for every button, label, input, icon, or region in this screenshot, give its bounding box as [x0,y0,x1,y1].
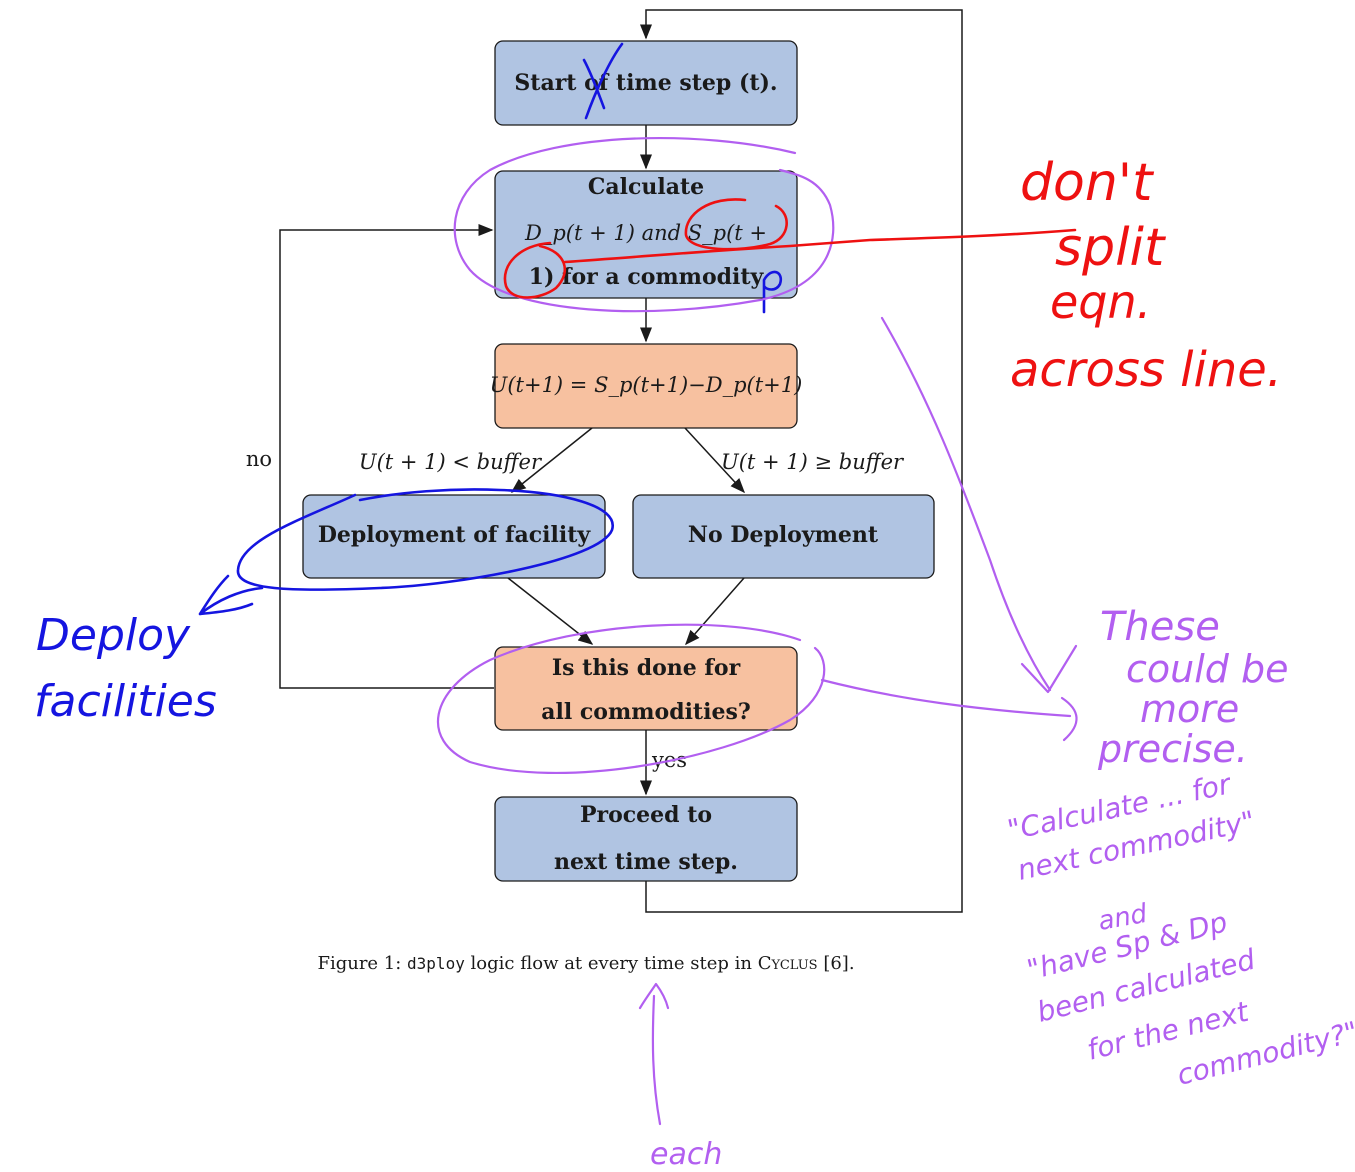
node-deploy-label: Deployment of facility [318,522,592,548]
node-proceed-line2: next time step. [554,849,738,875]
purple-up-arrow [638,982,670,1126]
node-compare: U(t+1) = S_p(t+1)−D_p(t+1) [490,343,803,429]
node-nodeploy-label: No Deployment [688,522,879,548]
purple-ellipse-done [436,623,826,775]
purple-note-line2: could be [1126,647,1288,691]
red-note-line3: eqn. [1050,275,1151,329]
purple-note-line1: These [1100,604,1220,650]
node-nodeploy: No Deployment [632,494,935,579]
edge-compare-to-nodeploy [684,427,746,494]
node-calculate-line1: Calculate [588,174,704,200]
node-calculate-line3: 1) for a commodity [529,264,765,290]
purple-note-line3: more [1140,687,1239,731]
red-note-line1: don't [1020,153,1154,213]
blue-p-mark [762,270,783,314]
purple-line-head [1060,696,1078,742]
purple-line-to-note [820,678,1072,718]
red-circle-one [503,241,567,299]
edge-nodeploy-to-done [685,577,745,646]
blue-p-text: p [772,297,773,299]
edge-done-no [279,224,494,689]
edge-loop-back [640,9,963,913]
edges [279,9,963,913]
purple-each: each [650,1137,722,1172]
node-calculate-line2: D_p(t + 1) and S_p(t + [524,221,767,245]
node-done-line1: Is this done for [552,655,741,681]
caption-name: Cyclus [758,953,818,974]
node-start-label: Start of time step (t). [514,70,777,96]
red-note-line2: split [1055,218,1166,278]
edge-deploy-to-done [507,577,594,645]
purple-curve-right-head [1020,644,1078,694]
purple-curve-right [880,316,1052,692]
node-start: Start of time step (t). [494,40,798,126]
red-connector-line [563,228,1077,264]
node-done-line2: all commodities? [541,699,750,725]
blue-note-line2: facilities [34,676,217,727]
node-done-check: Is this done for all commodities? [494,646,798,731]
blue-loop-deploy [236,488,614,591]
edge-label-no: no [246,447,272,471]
red-note-line4: across line. [1010,342,1282,398]
node-proceed-line1: Proceed to [580,802,712,828]
edge-label-geq: U(t + 1) ≥ buffer [721,450,905,474]
node-proceed: Proceed to next time step. [494,796,798,882]
edge-label-less: U(t + 1) < buffer [359,450,543,474]
blue-note-line1: Deploy [36,610,191,661]
figure-caption: Figure 1: d3ploy logic flow at every tim… [317,953,854,974]
blue-strike-mark [582,42,624,120]
red-annotation: don't split eqn. across line. [1010,153,1282,398]
blue-arrow-deploy [198,574,264,616]
caption-suffix: [6]. [818,953,855,974]
node-deploy: Deployment of facility [302,494,606,579]
purple-note-line4: precise. [1097,727,1248,771]
caption-middle: logic flow at every time step in [465,953,758,974]
purple-quote-annotation: "Calculate ... for next commodity" and "… [1005,767,1355,1092]
caption-prefix: Figure 1: [317,953,407,974]
purple-annotation: These could be more precise. [1097,604,1288,771]
node-compare-label: U(t+1) = S_p(t+1)−D_p(t+1) [490,373,803,397]
blue-annotation: Deploy facilities [34,610,217,727]
caption-code: d3ploy [407,954,465,973]
edge-compare-to-deploy [510,427,593,493]
red-circle-sp [684,198,788,251]
node-calculate: Calculate D_p(t + 1) and S_p(t + 1) for … [494,170,798,299]
